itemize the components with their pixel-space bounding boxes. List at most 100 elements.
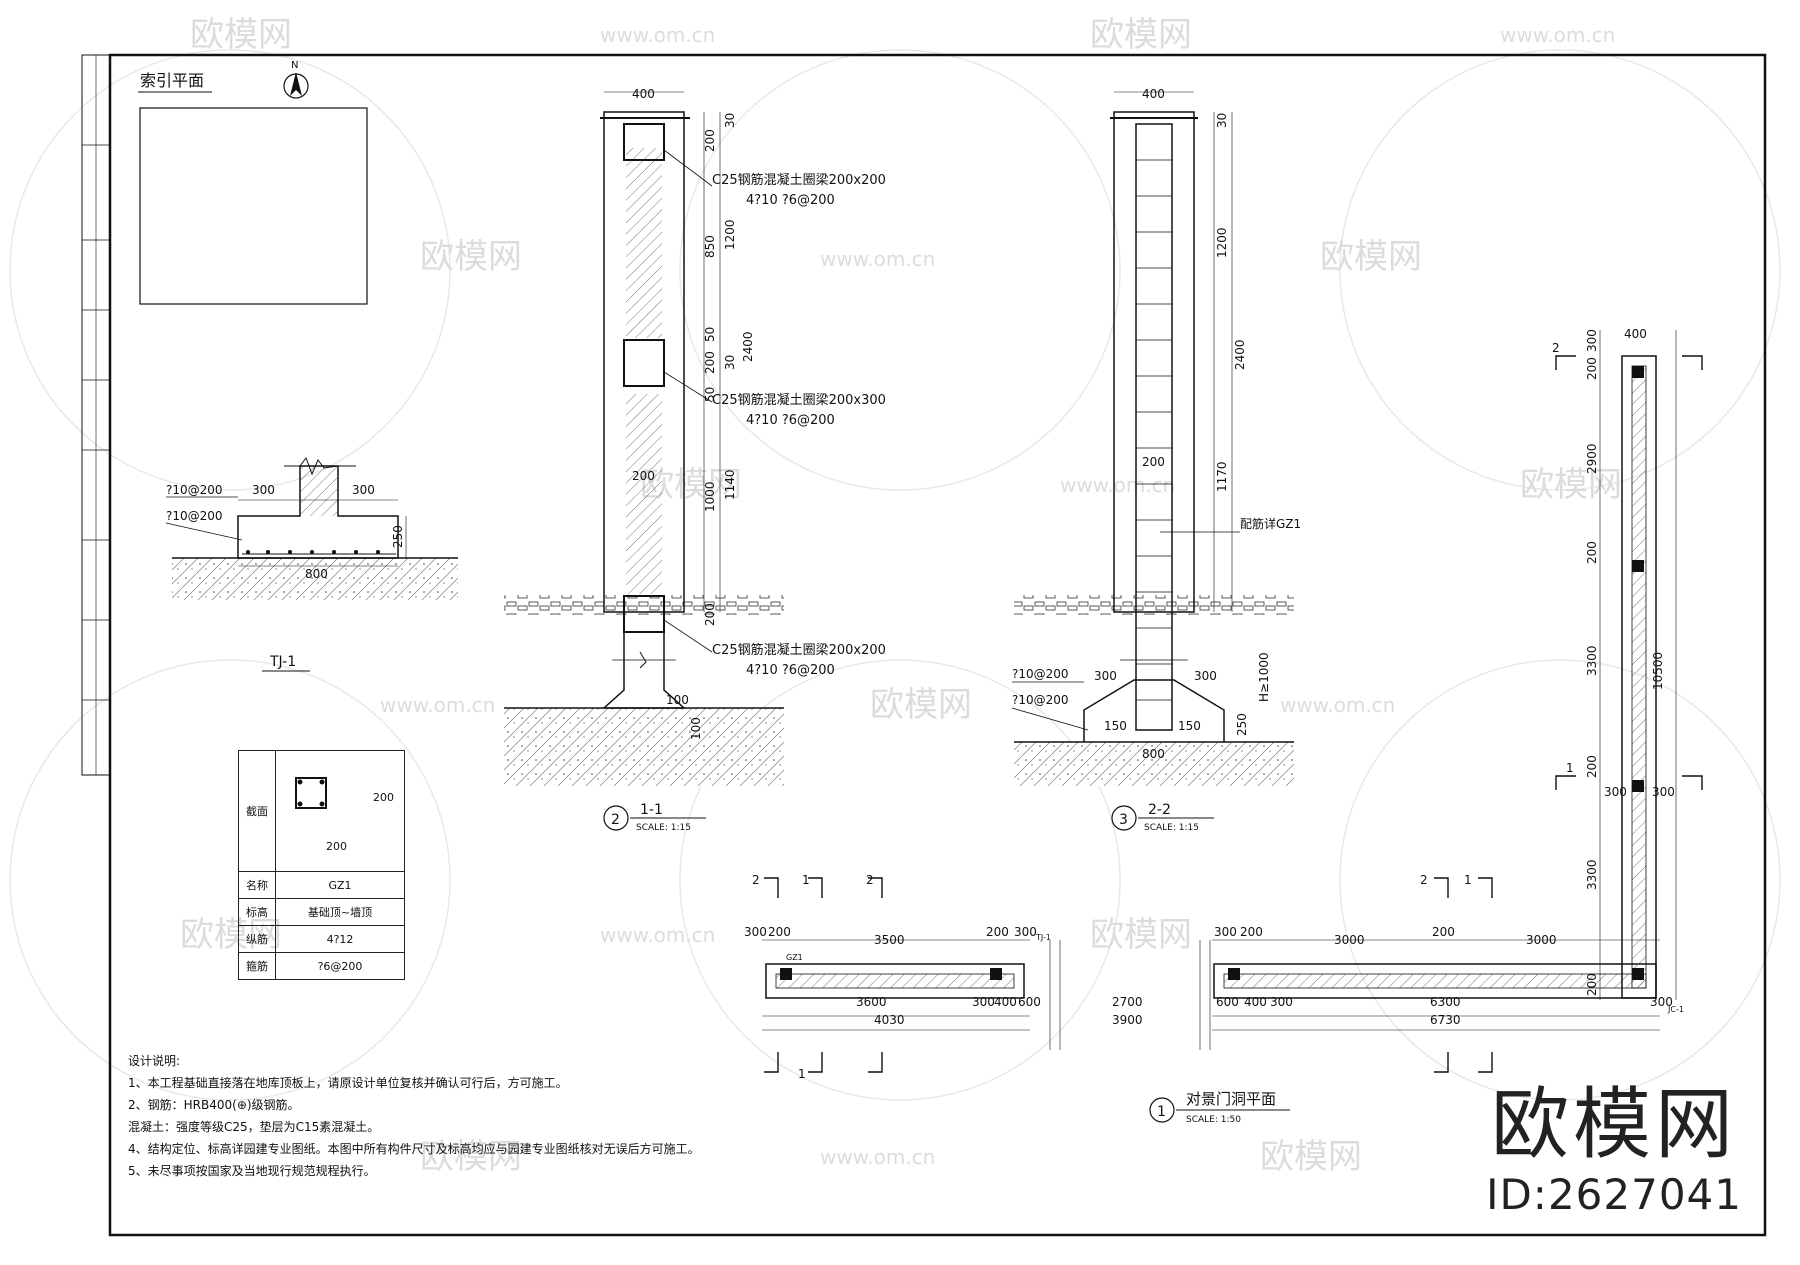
plan-tag: TJ-1 [1035,933,1051,942]
plan-vertical: 3300 [1585,645,1599,676]
plan-vertical: 300 [1585,329,1599,352]
gz1-table: 截面 200 200 名称 GZ1 标高 基础顶~墙顶 纵筋 4?12 箍筋 ?… [238,750,405,980]
plan-vertical: 200 [1585,755,1599,778]
s11-dim: 50 [703,327,717,342]
s11-dim: 1000 [703,481,717,512]
watermark-brand: 欧模网 [1090,915,1192,955]
gz1-dim-w: 200 [326,840,347,853]
sheet-frame [81,53,1767,1237]
watermark-url: www.om.cn [1060,473,1175,497]
s11-beam2-rebar: 4?10 ?6@200 [746,413,835,428]
plan-marker: 1 [1464,873,1472,887]
s11-dim: 200 [703,129,717,152]
plan-vertical: 300 [1652,785,1675,799]
plan-right-bottom: 300 [1270,995,1293,1009]
tj1-dim-width: 800 [305,567,328,581]
plan-num: 1 [1157,1104,1166,1120]
plan-left-total: 4030 [874,1013,905,1027]
gz1-row-value: ?6@200 [275,952,405,980]
s22-dim: 800 [1142,747,1165,761]
gz1-dim-h: 200 [373,791,394,804]
watermark-brand: 欧模网 [1520,465,1622,505]
gz1-row-value: 基础顶~墙顶 [275,898,405,926]
north-arrow-icon: N [283,60,309,99]
plan-vertical: 200 [1585,357,1599,380]
tj1-rebar-top: ?10@200 [166,483,223,497]
s22-dim: 150 [1104,719,1127,733]
watermark-url: www.om.cn [1500,23,1615,47]
plan-scale: SCALE: 1:50 [1186,1115,1241,1125]
gz1-row-label: 纵筋 [238,925,276,953]
s22-dim: 1200 [1215,227,1229,258]
s11-dim: 2400 [741,331,755,362]
s11-beam3-rebar: 4?10 ?6@200 [746,663,835,678]
plan-vertical: 3300 [1585,859,1599,890]
watermark-url: www.om.cn [600,923,715,947]
s22-dim: 300 [1194,669,1217,683]
design-notes: 设计说明: 1、本工程基础直接落在地库顶板上，请原设计单位复核并确认可行后，方可… [128,1050,700,1182]
plan-left-bottom: 3600 [856,995,887,1009]
s11-dim: 100 [666,693,689,707]
s22-dim: 150 [1178,719,1201,733]
plan-marker: 1 [798,1067,806,1081]
plan-right-bottom: 300 [1650,995,1673,1009]
plan-gap: 2700 [1112,995,1143,1009]
s22-num: 3 [1119,812,1128,828]
plan-view: 300 200 3500 200 300 3600 300 400 600 40… [744,327,1703,1125]
gz1-row-label: 名称 [238,871,276,899]
plan-right-total: 6730 [1430,1013,1461,1027]
s22-dim: 250 [1235,713,1249,736]
plan-right-top: 300 [1214,925,1237,939]
watermark-url: www.om.cn [600,23,715,47]
plan-right-bottom: 6300 [1430,995,1461,1009]
watermark-url: www.om.cn [820,247,935,271]
s11-dim: 1140 [723,469,737,500]
index-plan-box [139,107,368,305]
watermark-url: www.om.cn [1280,693,1395,717]
watermark-layer: 欧模网 www.om.cn 欧模网 www.om.cn 欧模网 www.om.c… [9,15,1781,1177]
tj1-dim-height: 250 [391,525,405,548]
plan-left-bottom: 300 [972,995,995,1009]
s22-dim: 2400 [1233,339,1247,370]
gz1-section-label: 截面 [238,750,276,872]
watermark-brand: 欧模网 [420,1137,522,1177]
index-plan-title: 索引平面 [140,71,204,90]
s11-dim: 30 [723,355,737,370]
s11-beam1-rebar: 4?10 ?6@200 [746,193,835,208]
plan-marker-circle [1149,1097,1175,1123]
s22-dim: 1170 [1215,461,1229,492]
gz1-row-value: 4?12 [275,925,405,953]
s22-gz-label: 配筋详GZ1 [1240,516,1301,531]
s22-dim: 30 [1215,113,1229,128]
watermark-brand: 欧模网 [1320,237,1422,277]
section-2-2: 400 30 1200 2400 1170 200 配筋详GZ1 ?10@200… [1011,87,1301,833]
s11-width: 400 [632,87,655,101]
plan-marker: 1 [1566,761,1574,775]
plan-left-bottom: 600 [1018,995,1041,1009]
plan-right-top: 3000 [1526,933,1557,947]
watermark-brand: 欧模网 [1260,1137,1362,1177]
index-plan: 索引平面 N [138,60,368,305]
plan-left-bottom: 400 [994,995,1017,1009]
plan-left-top: 300 [1014,925,1037,939]
gz1-row-value: GZ1 [275,871,405,899]
watermark-brand: 欧模网 [870,685,972,725]
tj1-rebar-bottom: ?10@200 [166,509,223,523]
plan-left-top: 200 [986,925,1009,939]
s11-num: 2 [611,812,620,828]
plan-vertical: 200 [1585,541,1599,564]
notes-heading: 设计说明: [128,1054,181,1068]
s22-dim: 200 [1142,455,1165,469]
gz1-row-label: 箍筋 [238,952,276,980]
note-item: 1、本工程基础直接落在地库顶板上，请原设计单位复核并确认可行后，方可施工。 [128,1076,568,1090]
s22-rebar-top: ?10@200 [1012,667,1069,681]
plan-marker: 2 [1552,341,1560,355]
s11-dim: 200 [703,603,717,626]
plan-tag: GZ1 [786,953,803,962]
s11-beam1: C25钢筋混凝土圈梁200x200 [712,172,886,188]
s22-scale: SCALE: 1:15 [1144,823,1199,833]
plan-vertical: 200 [1585,973,1599,996]
section-2-2-marker [1111,805,1137,831]
tj1-label: TJ-1 [269,654,296,670]
